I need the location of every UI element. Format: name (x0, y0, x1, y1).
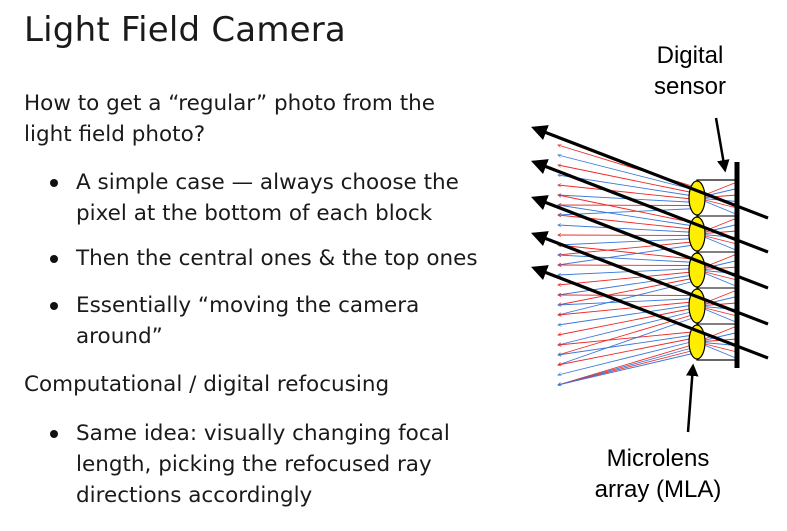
sensor-label: Digital sensor (640, 40, 740, 102)
main-ray (531, 231, 769, 326)
red-ray (558, 265, 698, 266)
bullet-line: Then the central ones & the top ones (76, 246, 478, 271)
bullet-central-top: Then the central ones & the top ones (48, 243, 478, 274)
red-ray (558, 245, 698, 260)
bullet-dot (50, 430, 58, 438)
red-ray (558, 349, 698, 386)
blue-ray (558, 310, 698, 346)
bullet-simple-case: A simple case — always choose the pixel … (48, 167, 459, 229)
section-refocusing: Computational / digital refocusing (24, 372, 390, 397)
main-ray (531, 265, 769, 360)
blue-ray (558, 208, 698, 216)
blue-ray (558, 340, 698, 376)
intro-line-2: light field photo? (24, 122, 206, 147)
blue-ray (558, 304, 698, 326)
bullet-line: A simple case — always choose the (76, 170, 459, 195)
intro-text: How to get a “regular” photo from the li… (24, 88, 435, 150)
blue-ray (558, 352, 698, 386)
bullet-dot (50, 255, 58, 263)
blue-ray (558, 255, 698, 263)
blue-ray (558, 274, 698, 296)
bullet-line: directions accordingly (76, 483, 313, 508)
blue-ray (558, 316, 698, 366)
bullet-dot (50, 302, 58, 310)
bullet-line: length, picking the refocused ray (76, 452, 432, 477)
red-ray (558, 205, 698, 206)
red-ray (558, 185, 698, 200)
red-ray (558, 301, 698, 316)
slide-title: Light Field Camera (24, 10, 346, 50)
bullet-dot (50, 179, 58, 187)
red-ray (558, 271, 698, 286)
red-ray (558, 277, 698, 306)
sensor-label-line: sensor (653, 73, 727, 100)
red-ray (558, 295, 698, 296)
blue-ray (558, 268, 698, 276)
bullet-line: pixel at the bottom of each block (76, 201, 433, 226)
sensor-label-line: Digital (656, 42, 724, 69)
red-ray (558, 331, 698, 346)
red-ray (558, 313, 698, 356)
main-ray (531, 159, 769, 254)
blue-ray (558, 346, 698, 386)
main-ray (531, 125, 769, 220)
blue-ray (558, 225, 698, 233)
intro-line-1: How to get a “regular” photo from the (24, 91, 435, 116)
red-ray (558, 165, 698, 194)
bullet-same-idea: Same idea: visually changing focal lengt… (48, 418, 450, 511)
blue-ray (558, 205, 698, 227)
red-ray (558, 337, 698, 366)
blue-ray (558, 155, 698, 191)
bullet-line: around” (76, 324, 163, 349)
microlens (688, 180, 706, 216)
blue-ray (558, 244, 698, 266)
microlens-array (688, 179, 738, 361)
sensor-pointer-arrow (714, 117, 730, 173)
bullet-line: Same idea: visually changing focal (76, 421, 450, 446)
blue-ray (558, 334, 698, 356)
mla-pointer-arrow (686, 363, 699, 433)
blue-ray (558, 238, 698, 246)
mla-label-line: Microlens (606, 445, 710, 472)
bullet-moving-camera: Essentially “moving the camera around” (48, 290, 419, 352)
main-rays (531, 125, 769, 360)
mla-label-line: array (MLA) (594, 476, 722, 503)
red-ray (558, 307, 698, 336)
mla-label: Microlens array (MLA) (588, 443, 728, 505)
blue-ray (558, 298, 698, 306)
red-ray (558, 195, 698, 224)
bullet-line: Essentially “moving the camera (76, 293, 420, 318)
red-ray (558, 343, 698, 386)
main-ray (531, 195, 769, 290)
